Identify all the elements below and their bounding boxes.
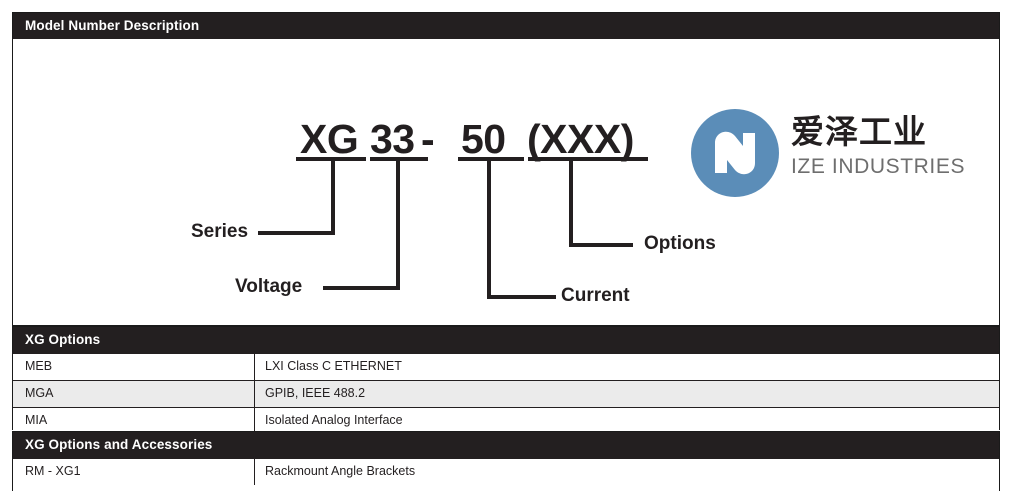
leader-line-options-horizontal [569, 243, 633, 247]
model-segment-series: XG [300, 116, 359, 162]
xg-options-header: XG Options [13, 327, 999, 353]
table-row: MGA GPIB, IEEE 488.2 [13, 380, 999, 407]
callout-label-series: Series [191, 221, 249, 242]
model-segment-current: 50 [461, 116, 506, 162]
underline-options [528, 157, 648, 161]
accessory-code: RM - XG1 [13, 459, 255, 485]
option-description: LXI Class C ETHERNET [265, 359, 402, 373]
company-logo: 爱泽工业 IZE INDUSTRIES [679, 99, 989, 209]
xg-accessories-panel: XG Options and Accessories RM - XG1 Rack… [12, 431, 1000, 491]
callout-label-current: Current [561, 285, 630, 306]
option-code: MGA [13, 381, 255, 407]
leader-line-options-vertical [569, 157, 573, 247]
callout-label-voltage: Voltage [235, 276, 303, 297]
option-description: GPIB, IEEE 488.2 [265, 386, 366, 400]
model-number-diagram: XG 33 - 50 (XXX) Series Voltage Current … [13, 39, 999, 325]
ize-industries-mark-icon [691, 109, 779, 197]
model-segment-options: (XXX) [527, 116, 634, 162]
option-description: Isolated Analog Interface [265, 413, 403, 427]
leader-line-series-horizontal [258, 231, 335, 235]
leader-line-current-horizontal [487, 295, 556, 299]
xg-accessories-header: XG Options and Accessories [13, 432, 999, 458]
model-segment-voltage: 33 [370, 116, 415, 162]
leader-line-voltage-horizontal [323, 286, 400, 290]
option-code: MIA [13, 408, 255, 434]
logo-text-block: 爱泽工业 IZE INDUSTRIES [791, 113, 987, 180]
logo-english-name: IZE INDUSTRIES [791, 155, 966, 178]
model-segment-separator: - [421, 116, 435, 162]
callout-label-options: Options [644, 233, 716, 254]
accessory-description: Rackmount Angle Brackets [265, 464, 416, 478]
leader-line-series-vertical [331, 157, 335, 235]
leader-line-voltage-vertical [396, 157, 400, 290]
model-number-header: Model Number Description [13, 13, 999, 39]
underline-current [458, 157, 524, 161]
table-row: MEB LXI Class C ETHERNET [13, 353, 999, 380]
table-row: MIA Isolated Analog Interface [13, 407, 999, 434]
xg-options-panel: XG Options MEB LXI Class C ETHERNET MGA … [12, 326, 1000, 434]
table-row: RM - XG1 Rackmount Angle Brackets [13, 458, 999, 485]
logo-chinese-name: 爱泽工业 [791, 112, 927, 151]
model-number-panel: Model Number Description XG 33 - 50 (XXX… [12, 12, 1000, 326]
option-code: MEB [13, 354, 255, 380]
leader-line-current-vertical [487, 157, 491, 299]
